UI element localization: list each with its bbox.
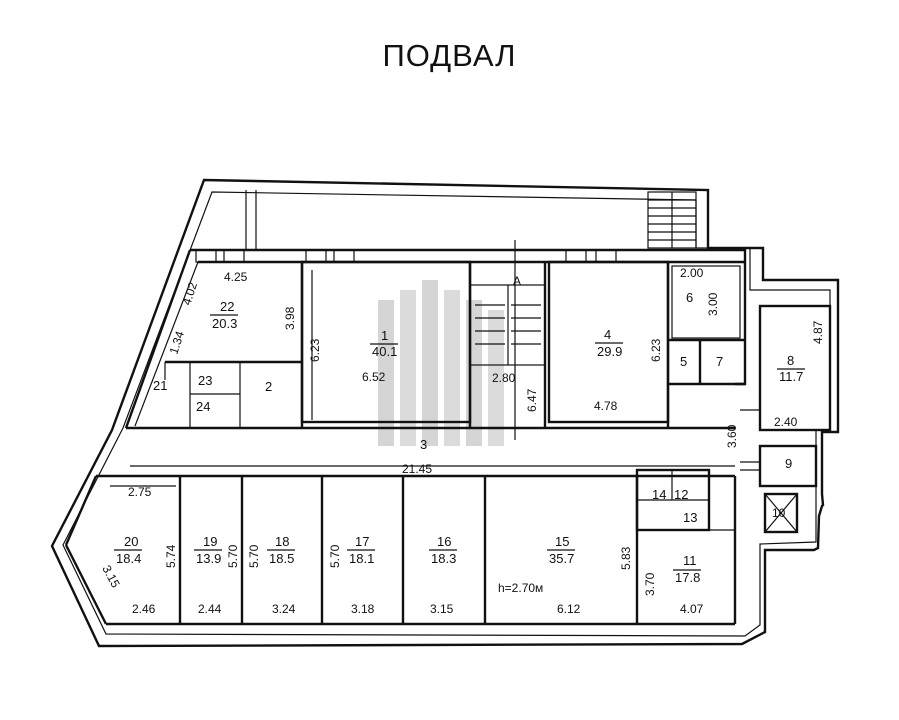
room-area: 18.1 xyxy=(349,551,374,566)
room-number: 2 xyxy=(265,379,272,394)
room-number: 7 xyxy=(716,354,723,369)
dimension-label: 5.70 xyxy=(247,544,261,568)
dimension-lines xyxy=(110,240,760,487)
dimension-label: 3.15 xyxy=(99,563,122,590)
dimension-label: 6.23 xyxy=(308,338,322,362)
dimension-label: 2.80 xyxy=(492,371,516,385)
dimension-label: 5.74 xyxy=(164,544,178,568)
dimensions: 4.25 6.52 2.80 4.78 2.00 2.40 21.45 2.75… xyxy=(128,266,798,616)
room-number: 6 xyxy=(686,290,693,305)
room-number: 1 xyxy=(381,328,388,343)
dimension-label: 3.15 xyxy=(430,602,454,616)
room-number: 19 xyxy=(203,534,217,549)
dimension-label: 3.00 xyxy=(706,292,720,316)
dimension-label: 6.23 xyxy=(649,338,663,362)
room-number: 22 xyxy=(220,299,234,314)
dimension-label: 2.00 xyxy=(680,266,704,280)
dimension-label: 6.12 xyxy=(557,602,581,616)
room-number: 21 xyxy=(153,378,167,393)
dimension-label: 3.60 xyxy=(725,424,739,448)
room-number: 10 xyxy=(772,506,786,520)
dimension-label: 21.45 xyxy=(402,462,432,476)
room-number-underlines xyxy=(114,314,805,571)
room-area: 17.8 xyxy=(675,570,700,585)
room-number: 24 xyxy=(196,399,210,414)
room-number: 18 xyxy=(275,534,289,549)
room-number: 4 xyxy=(604,327,611,342)
room-number: 20 xyxy=(124,534,138,549)
interior-walls xyxy=(64,190,832,626)
dimension-label: 3.98 xyxy=(283,306,297,330)
dimensions-vertical: 4.02 3.98 1.34 6.23 6.47 6.23 3.00 4.87 … xyxy=(99,280,825,596)
room-area: 18.4 xyxy=(116,551,141,566)
dimension-label: 3.70 xyxy=(643,572,657,596)
room-number: 16 xyxy=(437,534,451,549)
room-area: 20.3 xyxy=(212,316,237,331)
room-numbers: 1 40.1 2 3 4 29.9 5 6 7 8 11.7 9 10 11 1… xyxy=(116,290,803,585)
dimension-label: 6.47 xyxy=(525,388,539,412)
dimension-label: 3.24 xyxy=(272,602,296,616)
dimension-label: 2.44 xyxy=(198,602,222,616)
stair-label: A xyxy=(513,274,521,288)
room-number: 14 xyxy=(652,487,666,502)
room-area: 13.9 xyxy=(196,551,221,566)
dimension-label: 4.07 xyxy=(680,602,704,616)
height-note: h=2.70м xyxy=(498,581,543,595)
room-number: 9 xyxy=(785,456,792,471)
room-number: 12 xyxy=(674,487,688,502)
dimension-label: 2.75 xyxy=(128,485,152,499)
room-number: 11 xyxy=(683,553,697,568)
room-number: 17 xyxy=(355,534,369,549)
dimension-label: 4.78 xyxy=(594,399,618,413)
dimension-label: 5.70 xyxy=(226,544,240,568)
dimension-label: 2.46 xyxy=(132,602,156,616)
room-area: 35.7 xyxy=(549,551,574,566)
room-area: 11.7 xyxy=(779,369,803,384)
room-number: 3 xyxy=(420,437,427,452)
dimension-label: 6.52 xyxy=(362,370,386,384)
room-area: 40.1 xyxy=(372,344,397,359)
dimension-label: 2.40 xyxy=(774,415,798,429)
dimension-label: 3.18 xyxy=(351,602,375,616)
room-area: 18.5 xyxy=(269,551,294,566)
dimension-label: 5.70 xyxy=(328,544,342,568)
dimension-label: 5.83 xyxy=(619,546,633,570)
room-number: 15 xyxy=(555,534,569,549)
dimension-label: 1.34 xyxy=(167,329,188,356)
dimension-label: 4.87 xyxy=(811,320,825,344)
room-number: 13 xyxy=(683,510,697,525)
dimension-label: 4.25 xyxy=(224,270,248,284)
room-number: 5 xyxy=(680,354,687,369)
page-title: ПОДВАЛ xyxy=(382,38,517,73)
room-area: 29.9 xyxy=(597,344,622,359)
room-area: 18.3 xyxy=(431,551,456,566)
room-number: 23 xyxy=(198,373,212,388)
dimension-label: 4.02 xyxy=(180,280,201,307)
room-number: 8 xyxy=(787,353,794,368)
